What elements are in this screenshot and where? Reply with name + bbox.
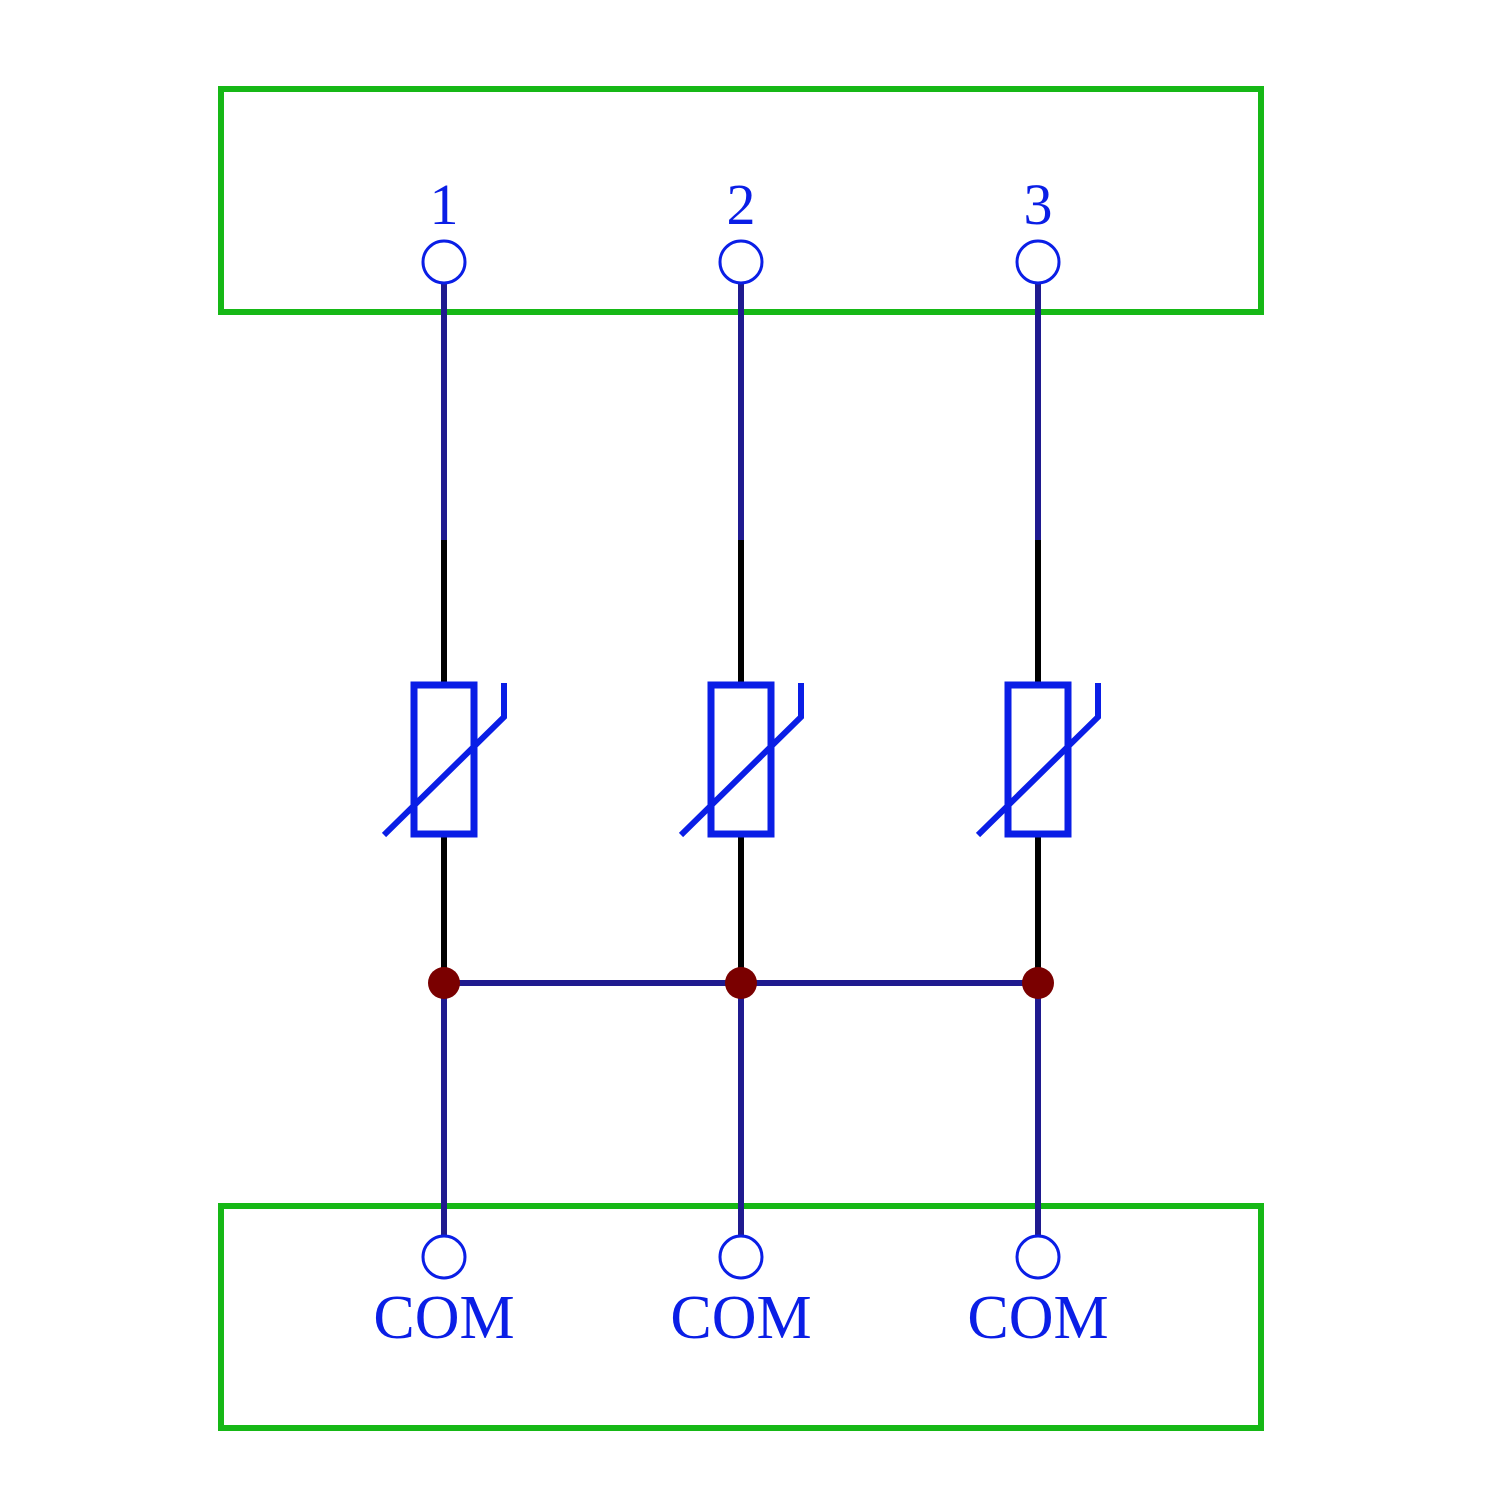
junction-dot-3 xyxy=(1022,967,1054,999)
junction-dot-1 xyxy=(428,967,460,999)
terminal-2-label: 2 xyxy=(727,172,756,237)
com-terminal-1-circle xyxy=(421,1234,467,1280)
com-terminal-2-label: COM xyxy=(670,1284,811,1352)
varistor-1-varistor-icon xyxy=(381,683,507,838)
varistor-3-varistor-icon xyxy=(975,683,1101,838)
terminal-2-circle xyxy=(718,239,764,285)
junction-dot-2 xyxy=(725,967,757,999)
com-terminal-2-circle xyxy=(718,1234,764,1280)
com-terminal-1-label: COM xyxy=(373,1284,514,1352)
varistor-1-body xyxy=(410,681,478,838)
terminal-3-circle xyxy=(1015,239,1061,285)
com-terminal-3-label: COM xyxy=(967,1284,1108,1352)
varistor-2-body xyxy=(707,681,775,838)
terminal-1-label: 1 xyxy=(430,172,459,237)
varistor-2-varistor-icon xyxy=(678,683,804,838)
com-terminal-3-circle xyxy=(1015,1234,1061,1280)
terminal-1-circle xyxy=(421,239,467,285)
terminal-3-label: 3 xyxy=(1024,172,1053,237)
varistor-3-body xyxy=(1004,681,1072,838)
